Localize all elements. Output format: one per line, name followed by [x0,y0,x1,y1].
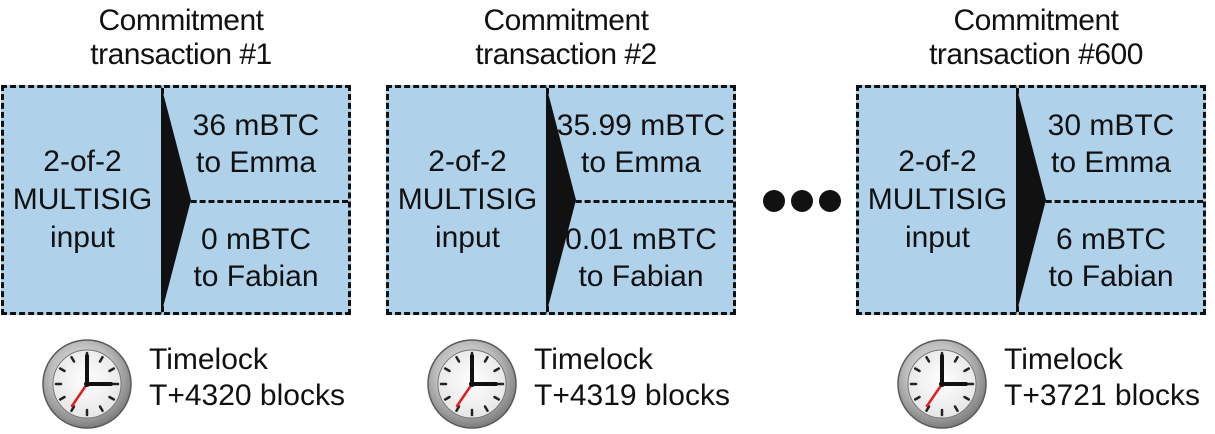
ellipsis-icon [763,190,841,212]
timelock-label: Timelock T+4320 blocks [149,343,345,412]
commitment-transaction-1: Commitment transaction #1 2-of-2 MULTISI… [1,0,361,434]
transaction-box: 2-of-2 MULTISIG input 30 mBTC to Emma 6 … [856,85,1206,315]
clock-icon [426,338,518,430]
transaction-box: 2-of-2 MULTISIG input 35.99 mBTC to Emma… [386,85,736,315]
output-fabian: 6 mBTC to Fabian [1019,200,1203,312]
timelock-label: Timelock T+3721 blocks [1004,343,1200,412]
clock-icon [896,338,988,430]
multisig-input-cell: 2-of-2 MULTISIG input [389,88,549,312]
transaction-title: Commitment transaction #600 [929,4,1143,71]
transaction-title: Commitment transaction #1 [90,4,272,71]
output-fabian: 0 mBTC to Fabian [164,200,348,312]
clock-icon [41,338,133,430]
commitment-transaction-2: Commitment transaction #2 2-of-2 MULTISI… [386,0,746,434]
transaction-box: 2-of-2 MULTISIG input 36 mBTC to Emma 0 … [1,85,351,315]
output-fabian: 0.01 mBTC to Fabian [549,200,733,312]
multisig-input-cell: 2-of-2 MULTISIG input [4,88,164,312]
output-emma: 36 mBTC to Emma [192,109,320,179]
transaction-title: Commitment transaction #2 [475,4,657,71]
output-emma: 35.99 mBTC to Emma [556,109,726,179]
commitment-transaction-600: Commitment transaction #600 2-of-2 MULTI… [856,0,1215,434]
timelock: Timelock T+4320 blocks [41,338,371,428]
multisig-input-cell: 2-of-2 MULTISIG input [859,88,1019,312]
timelock: Timelock T+4319 blocks [426,338,756,428]
timelock: Timelock T+3721 blocks [896,338,1215,428]
timelock-label: Timelock T+4319 blocks [534,343,730,412]
output-emma: 30 mBTC to Emma [1047,109,1175,179]
